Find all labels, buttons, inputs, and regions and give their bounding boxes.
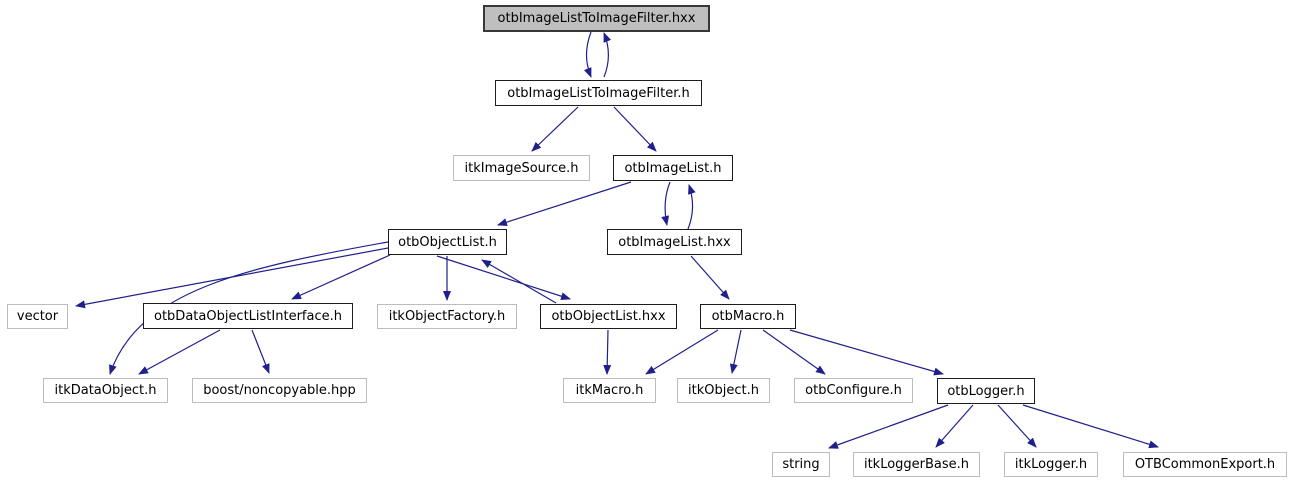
edge-object-list-h-to-object-list-hxx	[436, 255, 571, 301]
node-itk-object: itkObject.h	[677, 378, 770, 403]
node-filter-h[interactable]: otbImageListToImageFilter.h	[495, 80, 702, 106]
edge-otb-logger-to-string	[828, 404, 949, 449]
edge-otb-macro-to-itk-macro	[645, 329, 719, 375]
node-otb-logger[interactable]: otbLogger.h	[937, 378, 1035, 404]
edge-otb-macro-to-otb-logger	[789, 329, 944, 376]
edge-otb-logger-to-itk-logger-base	[935, 404, 974, 448]
node-string: string	[772, 452, 830, 477]
edge-object-list-hxx-to-object-list-h	[481, 259, 557, 304]
node-vector: vector	[7, 304, 68, 329]
edge-image-list-hxx-to-otb-macro	[690, 255, 730, 300]
edge-data-object-list-interface-to-boost-noncopyable	[251, 329, 270, 374]
node-object-list-h[interactable]: otbObjectList.h	[388, 229, 507, 255]
node-itk-macro: itkMacro.h	[563, 378, 656, 403]
node-image-list-hxx[interactable]: otbImageList.hxx	[607, 229, 742, 255]
edge-otb-macro-to-otb-configure	[762, 329, 826, 375]
edge-data-object-list-interface-to-itk-data-object	[138, 329, 221, 375]
edge-otb-macro-to-itk-object	[729, 329, 742, 374]
node-itk-logger-base: itkLoggerBase.h	[853, 452, 980, 477]
node-otb-common-export: OTBCommonExport.h	[1123, 452, 1287, 477]
edge-object-list-h-to-vector	[75, 247, 389, 309]
node-itk-image-source: itkImageSource.h	[453, 155, 590, 181]
edge-object-list-hxx-to-itk-macro	[603, 329, 612, 375]
edge-filter-hxx-to-filter-h	[583, 31, 592, 78]
node-otb-configure: otbConfigure.h	[794, 378, 913, 403]
edge-otb-logger-to-otb-common-export	[1022, 404, 1159, 449]
node-itk-data-object: itkDataObject.h	[43, 378, 168, 403]
node-itk-object-factory: itkObjectFactory.h	[377, 304, 517, 329]
edge-filter-h-to-filter-hxx	[603, 32, 612, 78]
edge-object-list-h-to-data-object-list-interface	[291, 254, 391, 300]
edge-image-list-hxx-to-image-list-h	[687, 184, 696, 230]
edge-image-list-h-to-object-list-h	[497, 181, 632, 227]
node-data-object-list-interface[interactable]: otbDataObjectListInterface.h	[143, 303, 353, 329]
edge-filter-h-to-itk-image-source	[531, 106, 579, 152]
node-image-list-h[interactable]: otbImageList.h	[613, 155, 733, 181]
edge-image-list-h-to-image-list-hxx	[661, 181, 671, 226]
node-filter-hxx: otbImageListToImageFilter.hxx	[483, 5, 710, 32]
edge-otb-logger-to-itk-logger	[997, 404, 1037, 448]
node-boost-noncopyable: boost/noncopyable.hpp	[192, 378, 367, 403]
node-otb-macro[interactable]: otbMacro.h	[700, 304, 796, 329]
edge-filter-h-to-image-list-h	[613, 106, 657, 152]
node-object-list-hxx[interactable]: otbObjectList.hxx	[540, 304, 677, 329]
node-itk-logger: itkLogger.h	[1004, 452, 1098, 477]
